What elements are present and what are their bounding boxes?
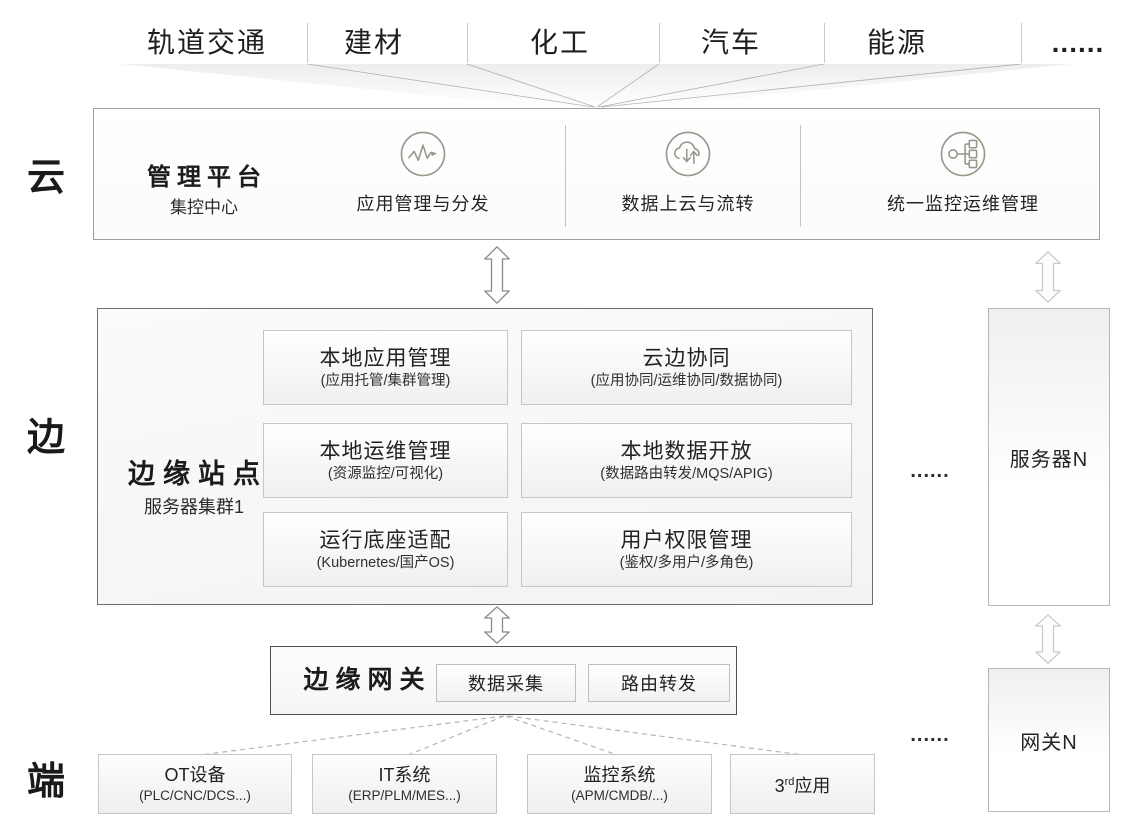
cloud-platform-subtitle: 集控中心	[170, 198, 238, 217]
cloud-platform-title: 管理平台	[147, 164, 267, 191]
module-runtime-base-adaptation: 运行底座适配 (Kubernetes/国产OS)	[263, 512, 508, 587]
server-n-box: 服务器N	[988, 308, 1110, 606]
double-arrow-cloud-server-icon	[1035, 251, 1061, 303]
module-subtitle: (数据路由转发/MQS/APIG)	[600, 465, 773, 482]
capability-label: 数据上云与流转	[621, 194, 755, 214]
gateway-n-box: 网关N	[988, 668, 1110, 812]
divider	[307, 23, 308, 63]
module-subtitle: (应用协同/运维协同/数据协同)	[590, 372, 783, 389]
divider	[565, 125, 566, 227]
gateway-fn-routing: 路由转发	[588, 664, 730, 702]
module-local-app-management: 本地应用管理 (应用托管/集群管理)	[263, 330, 508, 405]
capability-label: 应用管理与分发	[356, 194, 490, 214]
divider	[824, 23, 825, 63]
layer-label-device: 端	[26, 761, 65, 803]
layer-label-edge: 边	[26, 417, 65, 459]
divider	[659, 23, 660, 63]
module-local-ops-management: 本地运维管理 (资源监控/可视化)	[263, 423, 508, 498]
gateway-fn-data-collection: 数据采集	[436, 664, 576, 702]
device-box-ot: OT设备 (PLC/CNC/DCS...)	[98, 754, 292, 814]
industry-item: 化工	[529, 27, 590, 58]
module-local-data-opening: 本地数据开放 (数据路由转发/MQS/APIG)	[521, 423, 852, 498]
module-subtitle: (鉴权/多用户/多角色)	[619, 554, 754, 571]
edge-gateway-title: 边缘网关	[303, 666, 432, 694]
capability-data-to-cloud: 数据上云与流转	[558, 131, 818, 216]
module-title: 本地数据开放	[620, 439, 753, 463]
module-title: 云边协同	[642, 346, 731, 370]
device-box-3rd-app: 3rd应用	[730, 754, 875, 814]
industry-item: 建材	[343, 27, 404, 58]
layer-label-cloud: 云	[26, 157, 65, 199]
cloud-platform-box: 管理平台 集控中心 应用管理与分发 数据上云与流转	[93, 108, 1100, 240]
module-subtitle: (资源监控/可视化)	[327, 465, 444, 482]
pulse-monitor-icon	[400, 131, 446, 177]
device-title: 3rd应用	[774, 775, 831, 796]
device-subtitle: (ERP/PLM/MES...)	[348, 788, 461, 803]
module-subtitle: (Kubernetes/国产OS)	[316, 554, 455, 571]
topology-icon	[940, 131, 986, 177]
industry-item: 汽车	[700, 27, 761, 58]
cloud-sync-icon	[665, 131, 711, 177]
module-title: 本地运维管理	[319, 439, 452, 463]
servers-ellipsis: ......	[910, 460, 950, 482]
module-title: 本地应用管理	[319, 346, 452, 370]
server-n-label: 服务器N	[1009, 448, 1089, 471]
gateway-device-connectors	[199, 715, 804, 756]
device-box-monitoring: 监控系统 (APM/CMDB/...)	[527, 754, 712, 814]
edge-site-subtitle: 服务器集群1	[143, 497, 244, 517]
double-arrow-cloud-edge-icon	[484, 246, 510, 304]
double-arrow-server-gateway-icon	[1035, 614, 1061, 664]
gateway-fn-label: 数据采集	[468, 674, 544, 694]
edge-gateway-box: 边缘网关 数据采集 路由转发	[270, 646, 737, 715]
gateways-ellipsis: ......	[910, 724, 950, 746]
capability-label: 统一监控运维管理	[887, 194, 1039, 214]
fan-rays-decoration	[121, 64, 1071, 108]
edge-site-box: 边缘站点 服务器集群1 本地应用管理 (应用托管/集群管理) 本地运维管理 (资…	[97, 308, 873, 605]
divider	[1021, 23, 1022, 63]
double-arrow-edge-gateway-icon	[484, 606, 510, 644]
device-title: 监控系统	[583, 765, 656, 785]
industry-item: 能源	[866, 27, 927, 58]
device-title: OT设备	[164, 765, 226, 785]
divider	[800, 125, 801, 227]
device-subtitle: (APM/CMDB/...)	[571, 788, 668, 803]
gateway-n-label: 网关N	[1020, 731, 1078, 754]
module-title: 运行底座适配	[319, 528, 452, 552]
industry-ellipsis: ......	[1051, 27, 1105, 58]
superscript: rd	[784, 775, 795, 788]
module-user-permission-management: 用户权限管理 (鉴权/多用户/多角色)	[521, 512, 852, 587]
device-box-it: IT系统 (ERP/PLM/MES...)	[312, 754, 497, 814]
module-title: 用户权限管理	[620, 528, 753, 552]
divider	[467, 23, 468, 63]
device-subtitle: (PLC/CNC/DCS...)	[139, 788, 251, 803]
module-subtitle: (应用托管/集群管理)	[320, 372, 451, 389]
industry-item: 轨道交通	[146, 27, 267, 58]
capability-unified-monitoring: 统一监控运维管理	[833, 131, 1093, 216]
edge-site-title: 边缘站点	[128, 459, 268, 489]
module-cloud-edge-collaboration: 云边协同 (应用协同/运维协同/数据协同)	[521, 330, 852, 405]
device-title: IT系统	[378, 765, 431, 785]
gateway-fn-label: 路由转发	[621, 674, 697, 694]
capability-app-management: 应用管理与分发	[293, 131, 553, 216]
